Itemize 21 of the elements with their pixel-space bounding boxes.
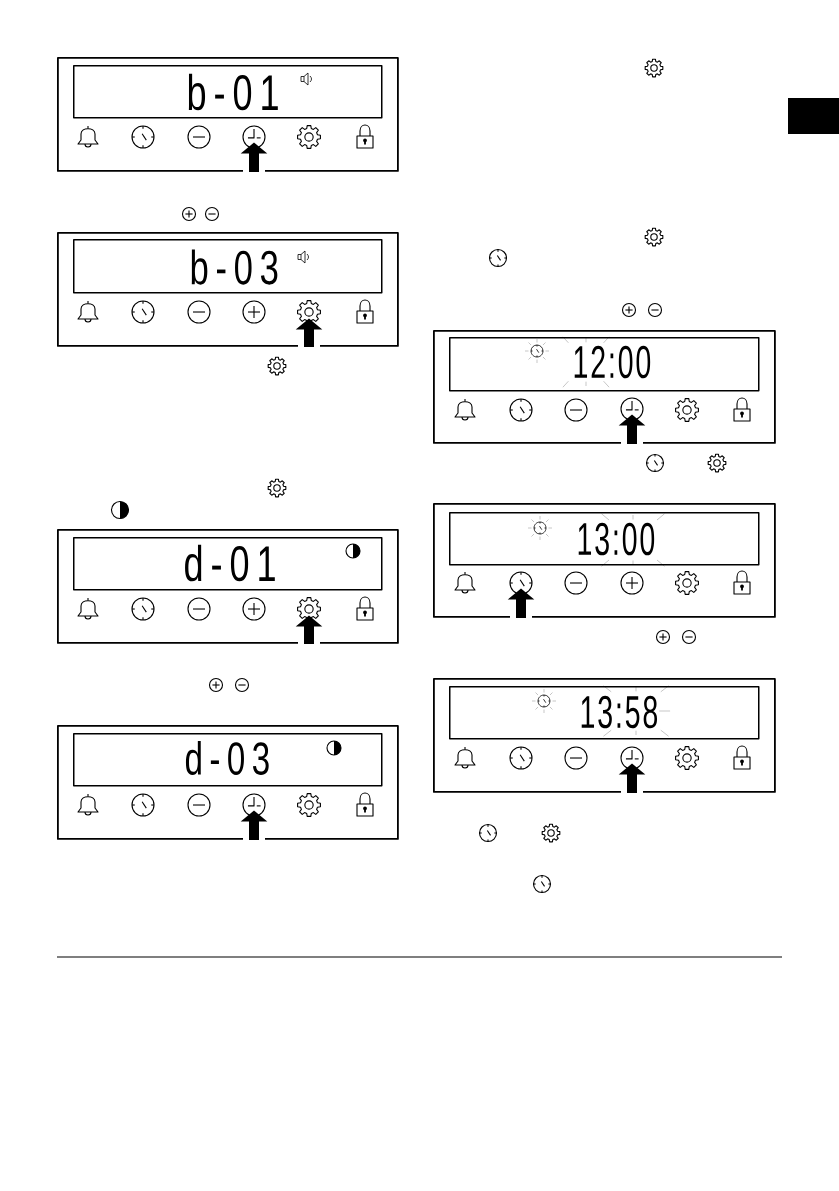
- clock-icon: [509, 571, 533, 595]
- control-panel: [433, 678, 776, 793]
- timer-icon: [242, 125, 266, 149]
- control-panel: [433, 503, 776, 618]
- display-screen: b-03: [73, 239, 383, 294]
- display-screen: d-03: [73, 733, 383, 787]
- gear-icon: [297, 300, 321, 324]
- display-screen: 13:58: [449, 686, 760, 740]
- display-screen: b-01: [73, 65, 383, 119]
- display-screen: 12:00: [449, 337, 760, 392]
- timer-icon: [620, 397, 644, 421]
- gear-icon: [297, 597, 321, 621]
- timer-icon: [242, 793, 266, 817]
- control-panel: [433, 330, 776, 444]
- control-panel: [57, 529, 399, 644]
- timer-icon: [620, 746, 644, 770]
- control-panel: [57, 232, 399, 347]
- control-panel: [57, 725, 399, 840]
- control-panel: [57, 57, 399, 172]
- display-screen: d-01: [73, 537, 383, 591]
- display-screen: 13:00: [449, 512, 760, 566]
